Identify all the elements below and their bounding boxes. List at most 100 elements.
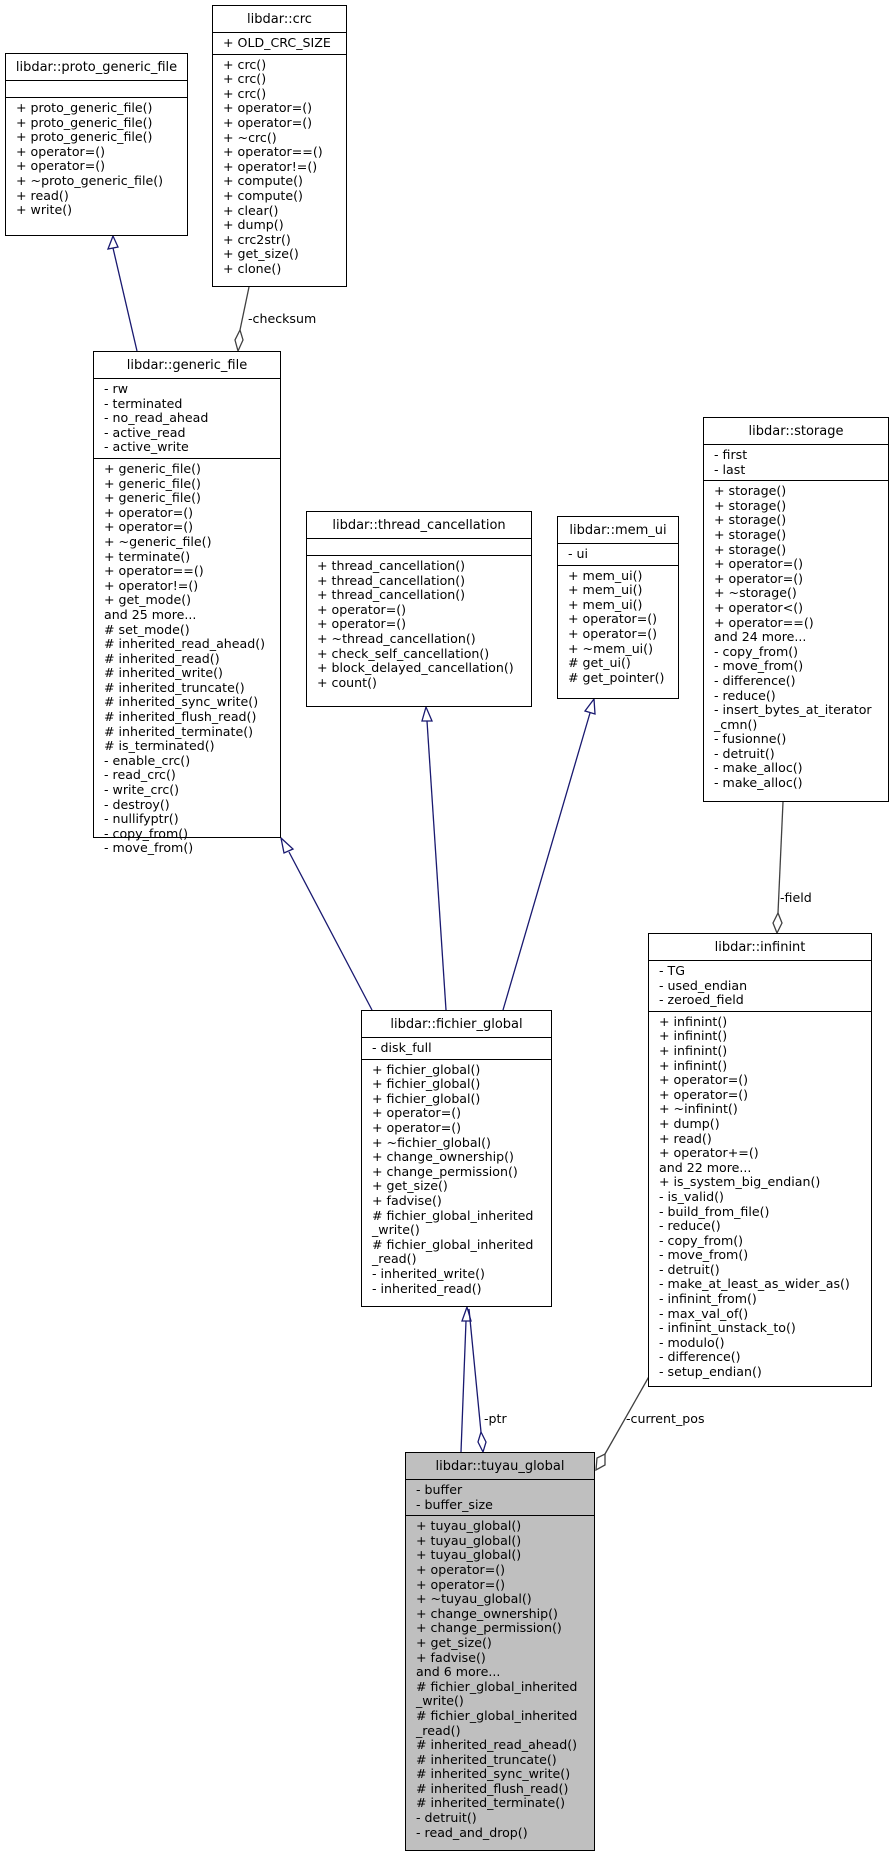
class-member: + mem_ui() bbox=[568, 582, 643, 598]
class-generic-file[interactable]: libdar::generic_file- rw- terminated- no… bbox=[93, 351, 281, 855]
class-member: + clone() bbox=[223, 260, 282, 276]
class-member: - difference() bbox=[659, 1349, 741, 1365]
class-member: - make_alloc() bbox=[714, 760, 803, 776]
class-member: - first bbox=[714, 447, 748, 462]
class-member: + check_self_cancellation() bbox=[317, 645, 490, 661]
class-member: - modulo() bbox=[659, 1334, 725, 1350]
class-member: # get_ui() bbox=[568, 655, 631, 671]
class-member: # fichier_global_inherited bbox=[416, 1707, 578, 1723]
attributes-compartment: - ui bbox=[558, 544, 678, 565]
class-member: - buffer_size bbox=[416, 1496, 493, 1512]
edge-label-checksum: -checksum bbox=[248, 311, 317, 326]
class-member: + thread_cancellation() bbox=[317, 572, 466, 588]
class-member: + change_permission() bbox=[416, 1620, 562, 1636]
attributes-compartment bbox=[307, 539, 531, 555]
attributes-compartment: + OLD_CRC_SIZE bbox=[213, 33, 346, 54]
class-member: + tuyau_global() bbox=[416, 1532, 522, 1548]
operations-compartment: + thread_cancellation()+ thread_cancella… bbox=[307, 555, 531, 693]
operations-compartment: + storage()+ storage()+ storage()+ stora… bbox=[704, 480, 888, 793]
class-member: - active_read bbox=[104, 424, 186, 440]
class-member: # inherited_read_ahead() bbox=[104, 636, 266, 652]
operations-compartment: + mem_ui()+ mem_ui()+ mem_ui()+ operator… bbox=[558, 564, 678, 689]
class-thread-cancellation[interactable]: libdar::thread_cancellation+ thread_canc… bbox=[306, 511, 532, 707]
class-member: + crc() bbox=[223, 85, 267, 101]
edge-tuyau-global-ptr-fichier-global bbox=[468, 1308, 482, 1433]
class-member: - infinint_from() bbox=[659, 1291, 757, 1307]
class-crc[interactable]: libdar::crc+ OLD_CRC_SIZE+ crc()+ crc()+… bbox=[212, 5, 347, 287]
class-member: + ~tuyau_global() bbox=[416, 1591, 532, 1607]
class-member: # inherited_read() bbox=[104, 650, 220, 666]
class-member: # inherited_truncate() bbox=[416, 1751, 557, 1767]
class-member: - active_write bbox=[104, 439, 189, 455]
class-member: # inherited_flush_read() bbox=[416, 1780, 569, 1796]
class-member: + ~infinint() bbox=[659, 1101, 738, 1117]
class-name: libdar::mem_ui bbox=[558, 517, 678, 544]
class-member: - disk_full bbox=[372, 1040, 432, 1055]
class-member: - terminated bbox=[104, 395, 183, 411]
operations-compartment: + infinint()+ infinint()+ infinint()+ in… bbox=[649, 1010, 871, 1383]
class-member: + operator=() bbox=[568, 611, 658, 627]
class-member: # inherited_truncate() bbox=[104, 679, 245, 695]
class-member: - detruit() bbox=[714, 745, 775, 761]
class-member: + is_system_big_endian() bbox=[659, 1174, 821, 1190]
class-member: + operator=() bbox=[659, 1086, 749, 1102]
class-member: + ~mem_ui() bbox=[568, 640, 653, 656]
class-member: + terminate() bbox=[104, 548, 191, 564]
class-member: + thread_cancellation() bbox=[317, 587, 466, 603]
class-member: + dump() bbox=[223, 217, 284, 233]
edge-fichier-global-inherits-generic-file bbox=[288, 851, 373, 1011]
class-member: + generic_file() bbox=[104, 475, 201, 491]
class-tuyau-global[interactable]: libdar::tuyau_global- buffer- buffer_siz… bbox=[405, 1452, 595, 1851]
class-fichier-global[interactable]: libdar::fichier_global- disk_full+ fichi… bbox=[361, 1010, 552, 1307]
class-name: libdar::fichier_global bbox=[362, 1011, 551, 1038]
operations-compartment: + fichier_global()+ fichier_global()+ fi… bbox=[362, 1058, 551, 1300]
class-member: # inherited_sync_write() bbox=[104, 694, 259, 710]
class-member: + block_delayed_cancellation() bbox=[317, 660, 514, 676]
inheritance-arrowhead bbox=[106, 234, 119, 250]
class-infinint[interactable]: libdar::infinint- TG- used_endian- zeroe… bbox=[648, 933, 872, 1387]
class-member: + infinint() bbox=[659, 1057, 728, 1073]
class-member: + infinint() bbox=[659, 1013, 728, 1029]
class-member: + proto_generic_file() bbox=[16, 114, 153, 130]
class-member: # inherited_write() bbox=[104, 665, 223, 681]
class-member: + crc() bbox=[223, 71, 267, 87]
class-member: - insert_bytes_at_iterator bbox=[714, 702, 872, 718]
class-member: + generic_file() bbox=[104, 490, 201, 506]
class-member: + change_permission() bbox=[372, 1163, 518, 1179]
class-member: - read_and_drop() bbox=[416, 1824, 528, 1840]
class-name: libdar::crc bbox=[213, 6, 346, 33]
class-member: + read() bbox=[659, 1130, 712, 1146]
class-storage[interactable]: libdar::storage- first- last+ storage()+… bbox=[703, 417, 889, 802]
class-member: + get_mode() bbox=[104, 592, 192, 608]
class-member: + fichier_global() bbox=[372, 1090, 481, 1106]
edge-generic-file-inherits-proto-generic-file bbox=[112, 247, 138, 352]
class-member: # is_terminated() bbox=[104, 738, 215, 754]
class-name: libdar::proto_generic_file bbox=[6, 54, 187, 81]
class-mem-ui[interactable]: libdar::mem_ui- ui+ mem_ui()+ mem_ui()+ … bbox=[557, 516, 679, 699]
class-member: + operator=() bbox=[416, 1576, 506, 1592]
class-member: + get_size() bbox=[372, 1178, 448, 1194]
class-member: - ui bbox=[568, 546, 589, 561]
class-member: - setup_endian() bbox=[659, 1364, 762, 1380]
class-member: - TG bbox=[659, 963, 685, 978]
class-proto-generic-file[interactable]: libdar::proto_generic_file+ proto_generi… bbox=[5, 53, 188, 236]
class-member: + change_ownership() bbox=[416, 1605, 558, 1621]
class-member: + operator=() bbox=[223, 100, 313, 116]
edge-infinint-field-storage bbox=[777, 801, 784, 914]
class-member: + operator=() bbox=[104, 504, 194, 520]
class-member: + ~crc() bbox=[223, 129, 277, 145]
class-name: libdar::generic_file bbox=[94, 352, 280, 379]
edge-fichier-global-inherits-thread-cancellation bbox=[426, 720, 447, 1011]
class-member: # fichier_global_inherited bbox=[372, 1236, 534, 1252]
class-member: + operator=() bbox=[16, 143, 106, 159]
aggregation-diamond bbox=[772, 911, 783, 935]
class-member: # inherited_terminate() bbox=[416, 1795, 566, 1811]
class-member: + storage() bbox=[714, 497, 787, 513]
class-member: + operator==() bbox=[104, 563, 204, 579]
class-member: _read() bbox=[372, 1251, 417, 1267]
class-member: # get_pointer() bbox=[568, 669, 665, 685]
class-member: - infinint_unstack_to() bbox=[659, 1320, 796, 1336]
class-member: - rw bbox=[104, 381, 129, 396]
class-member: + write() bbox=[16, 202, 73, 218]
class-member: - make_alloc() bbox=[714, 775, 803, 791]
